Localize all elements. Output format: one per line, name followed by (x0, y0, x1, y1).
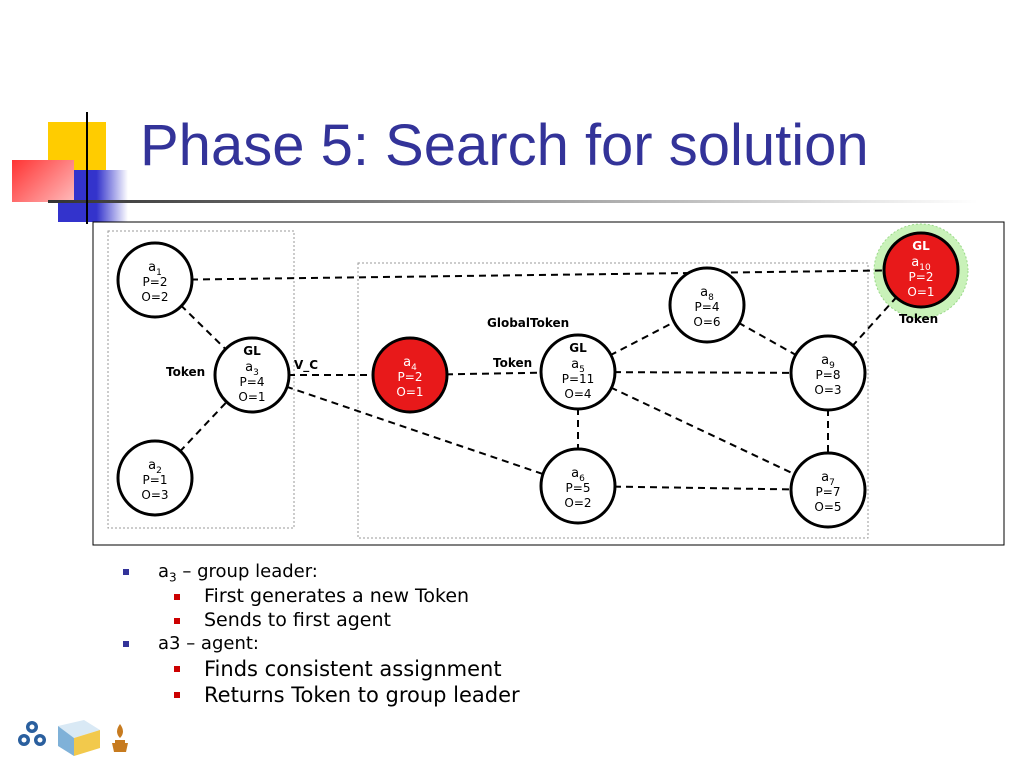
bullet-text: Sends to first agent (204, 609, 391, 631)
red-square (12, 160, 74, 202)
square-bullet-icon (123, 569, 129, 575)
square-bullet-icon (123, 641, 129, 647)
global-token-label: GlobalToken (487, 316, 569, 330)
footer-logos (18, 720, 128, 756)
diagram-labels: Token V_C GlobalToken Token Token (166, 312, 938, 379)
node-value: P=8 (816, 368, 841, 382)
node-circle (371, 336, 449, 414)
node-value: O=4 (564, 387, 591, 401)
node-value: P=2 (143, 275, 168, 289)
bullet-text: Returns Token to group leader (204, 683, 520, 707)
group-left-box (107, 230, 295, 529)
bullet-returns-token: Returns Token to group leader (120, 682, 520, 708)
cube-logo-icon (58, 720, 100, 756)
node-value: P=4 (240, 375, 265, 389)
node-header: GL (243, 344, 261, 358)
node-circle (539, 333, 617, 411)
node-a9: a9P=8O=3 (789, 334, 867, 412)
bullet-text: Finds consistent assignment (204, 657, 502, 681)
node-value: P=2 (909, 270, 934, 284)
node-value: P=7 (816, 485, 841, 499)
node-circle (539, 447, 617, 525)
token-label-a10: Token (899, 312, 938, 326)
node-a1: a1P=2O=2 (116, 241, 194, 319)
node-value: O=6 (693, 315, 720, 329)
bullet-text: a3 – agent: (158, 633, 259, 654)
page-title: Phase 5: Search for solution (140, 113, 869, 178)
square-bullet-icon (174, 594, 180, 600)
node-value: O=3 (141, 488, 168, 502)
square-bullet-icon (174, 692, 180, 698)
node-circle (213, 336, 291, 414)
square-bullet-icon (174, 666, 180, 672)
title-underline (48, 200, 978, 203)
bullet-agent: a3 – agent: (120, 632, 520, 656)
bullet-group-leader: a3 – group leader: (120, 560, 520, 585)
node-value: O=5 (814, 500, 841, 514)
node-value: P=11 (562, 372, 595, 386)
node-value: O=1 (907, 285, 934, 299)
node-circle (116, 241, 194, 319)
token-label-a5: Token (493, 356, 532, 370)
node-circle (789, 334, 867, 412)
node-value: P=4 (695, 300, 720, 314)
token-label-a3: Token (166, 365, 205, 379)
title-vertical-rule (86, 112, 88, 224)
edge-a5-a7 (577, 371, 829, 491)
node-header: GL (569, 341, 587, 355)
group-right-box (357, 262, 869, 539)
vc-label: V_C (294, 358, 318, 373)
node-value: O=3 (814, 383, 841, 397)
node-circle (116, 439, 194, 517)
node-value: O=1 (238, 390, 265, 404)
torch-logo-icon (112, 724, 128, 752)
edge-a6-a7 (577, 485, 829, 491)
bullet-a3-sub: 3 (169, 570, 177, 585)
node-a7: a7P=7O=5 (789, 451, 867, 529)
node-value: P=2 (398, 370, 423, 384)
edge-a3-a6 (251, 374, 579, 487)
node-value: P=1 (143, 473, 168, 487)
edge-a1-a10 (154, 269, 922, 281)
node-value: O=1 (396, 385, 423, 399)
node-header: GL (912, 239, 930, 253)
bullet-a3-base: a (158, 561, 170, 582)
node-a2: a2P=1O=3 (116, 439, 194, 517)
node-value: O=2 (141, 290, 168, 304)
square-bullet-icon (174, 618, 180, 624)
node-circle (789, 451, 867, 529)
node-circle (668, 266, 746, 344)
bullet-finds-assignment: Finds consistent assignment (120, 656, 520, 682)
bullet-list: a3 – group leader: First generates a new… (120, 560, 520, 708)
edge-a5-a9 (577, 371, 829, 374)
bullet-text: First generates a new Token (204, 585, 470, 607)
trefoil-logo-icon (18, 721, 46, 746)
bullet-sends-first-agent: Sends to first agent (120, 608, 520, 632)
bullet-generates-token: First generates a new Token (120, 584, 520, 608)
bullet-a3-text: – group leader: (176, 561, 318, 582)
node-a8: a8P=4O=6 (668, 266, 746, 344)
node-value: O=2 (564, 496, 591, 510)
node-a6: a6P=5O=2 (539, 447, 617, 525)
node-circle (882, 231, 960, 309)
node-a4: a4P=2O=1 (371, 336, 449, 414)
node-value: P=5 (566, 481, 591, 495)
